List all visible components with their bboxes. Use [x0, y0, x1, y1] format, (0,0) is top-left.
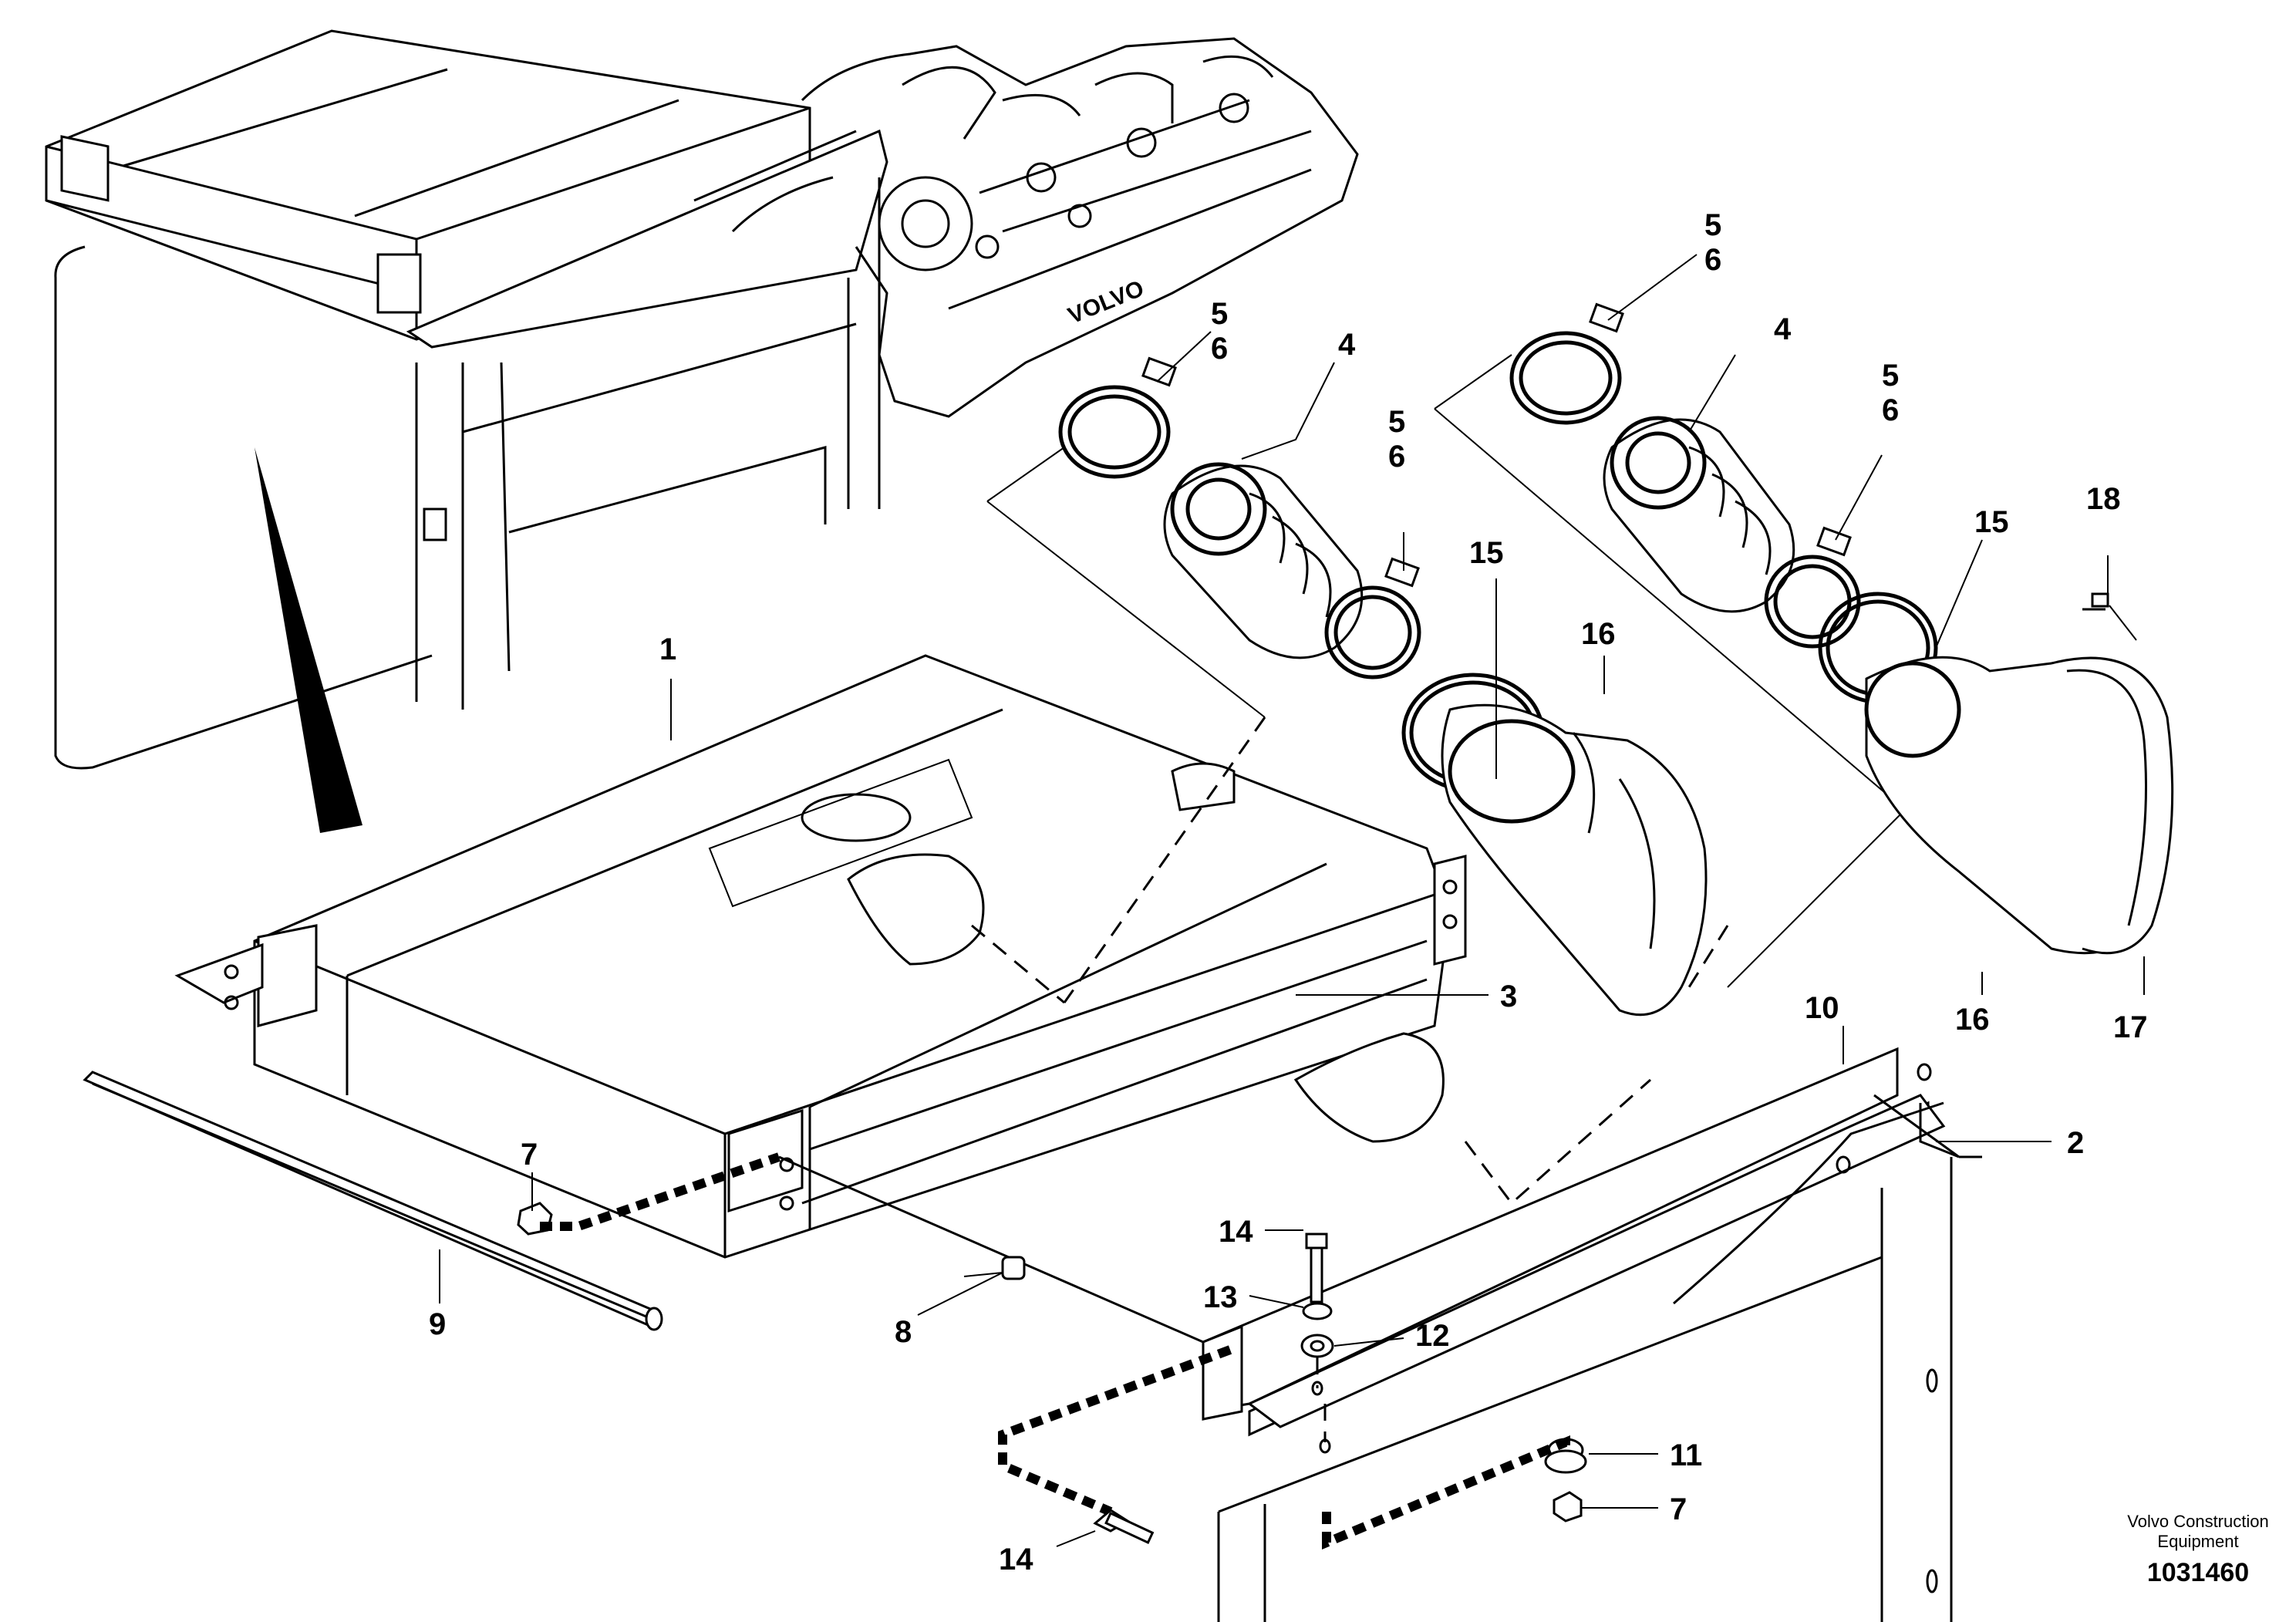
view-arrow [255, 447, 362, 833]
callout-16-right: 16 [1955, 1003, 1990, 1037]
callouts: 1 2 3 4 4 5 6 5 6 5 6 5 6 7 7 8 9 10 11 … [429, 208, 2148, 1576]
seal-strip [83, 1071, 663, 1331]
mounting-bracket [1202, 1047, 1982, 1622]
engine-outline: VOLVO [801, 37, 1359, 418]
company-name-line2: Equipment [2157, 1532, 2238, 1551]
callout-4-right: 4 [1774, 312, 1792, 346]
drawing-number: 1031460 [2147, 1558, 2249, 1587]
callout-5-a: 5 [1211, 297, 1228, 331]
callout-2: 2 [2067, 1126, 2084, 1160]
callout-6-d: 6 [1882, 393, 1899, 427]
callout-4-left: 4 [1338, 328, 1356, 362]
callout-16-left: 16 [1581, 617, 1616, 651]
callout-9: 9 [429, 1307, 446, 1341]
company-name-line1: Volvo Construction [2127, 1512, 2268, 1531]
callout-5-c: 5 [1704, 208, 1721, 242]
hardware [517, 1152, 1587, 1550]
callout-5-b: 5 [1388, 405, 1405, 439]
callout-11: 11 [1670, 1438, 1702, 1472]
callout-12: 12 [1415, 1319, 1450, 1353]
callout-5-d: 5 [1882, 359, 1899, 393]
callout-7-right: 7 [1670, 1492, 1687, 1526]
callout-15-left: 15 [1469, 536, 1504, 570]
callout-17: 17 [2113, 1010, 2148, 1044]
callout-8: 8 [895, 1315, 912, 1349]
charge-air-cooler [174, 654, 1467, 1259]
callout-10: 10 [1805, 991, 1839, 1025]
callout-13: 13 [1203, 1280, 1238, 1314]
callout-14-top: 14 [1219, 1215, 1253, 1249]
callout-3: 3 [1500, 980, 1517, 1013]
callout-15-right: 15 [1974, 505, 2009, 539]
callout-7-left: 7 [521, 1138, 538, 1172]
hose-assembly-left [986, 356, 1708, 1017]
callout-14-bottom: 14 [999, 1543, 1033, 1576]
installed-cooler-view: VOLVO [45, 29, 1359, 833]
callout-1: 1 [659, 632, 676, 666]
hose-assembly-right [1434, 302, 2174, 988]
callout-6-c: 6 [1704, 243, 1721, 277]
callout-6-b: 6 [1388, 440, 1405, 474]
engine-brand-label: VOLVO [1064, 275, 1148, 329]
footer: Volvo Construction Equipment 1031460 [2127, 1512, 2268, 1587]
callout-6-a: 6 [1211, 332, 1228, 366]
leader-lines [439, 254, 2145, 1547]
callout-18: 18 [2086, 482, 2121, 516]
